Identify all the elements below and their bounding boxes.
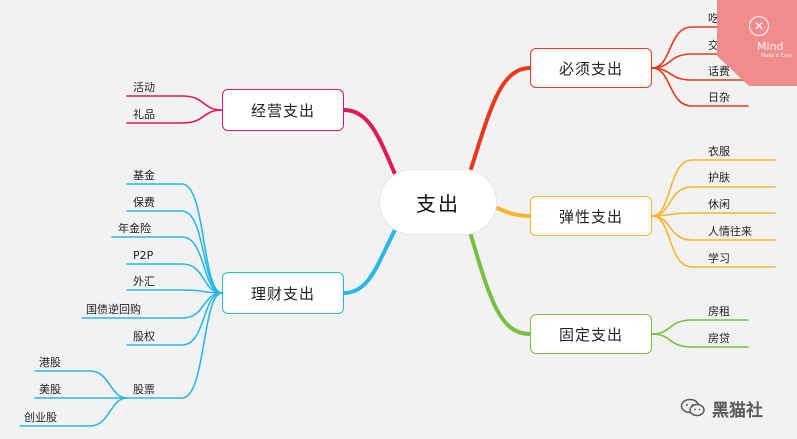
link-stock-chinext (19, 397, 128, 427)
branch-necessary-expense[interactable]: 必须支出 (530, 48, 652, 88)
link-fixed-leaf-0 (651, 319, 749, 335)
leaf-study[interactable]: 学习 (708, 252, 730, 265)
link-finance-leaf-3 (126, 263, 223, 294)
leaf-stocks[interactable]: 股票 (133, 383, 155, 396)
link-business-leaf-0 (126, 95, 223, 111)
leaf-equity[interactable]: 股权 (133, 330, 155, 343)
link-elastic-leaf-4 (651, 215, 776, 268)
link-finance-leaf-1 (126, 210, 223, 294)
link-finance-leaf-2 (111, 236, 223, 294)
leaf-insurance-premium[interactable]: 保费 (133, 196, 155, 209)
link-finance-leaf-6 (126, 292, 223, 346)
leaf-reverse-repo[interactable]: 国债逆回购 (86, 303, 141, 316)
branch-label: 理财支出 (250, 284, 315, 303)
link-finance-leaf-5 (81, 292, 223, 319)
link-elastic-leaf-2 (651, 212, 776, 217)
link-root-finance (342, 228, 397, 295)
leaf-chinext-stocks[interactable]: 创业股 (24, 411, 57, 424)
leaf-groceries[interactable]: 日杂 (708, 91, 730, 104)
branch-label: 经营支出 (250, 101, 315, 120)
leaf-leisure[interactable]: 休闲 (708, 198, 730, 211)
leaf-activity[interactable]: 活动 (133, 81, 155, 94)
branch-business-expense[interactable]: 经营支出 (222, 89, 344, 131)
branch-label: 必须支出 (558, 59, 623, 78)
link-elastic-leaf-0 (651, 159, 776, 217)
link-root-business (342, 108, 397, 176)
root-label: 支出 (416, 191, 460, 216)
leaf-forex[interactable]: 外汇 (133, 275, 155, 288)
watermark: 黑猫社 (680, 396, 763, 421)
branch-elastic-expense[interactable]: 弹性支出 (530, 196, 652, 236)
leaf-social-gifts[interactable]: 人情往来 (708, 225, 752, 238)
leaf-skincare[interactable]: 护肤 (708, 171, 730, 184)
leaf-rent[interactable]: 房租 (708, 305, 730, 318)
link-root-fixed (468, 230, 532, 336)
link-elastic-leaf-1 (651, 186, 776, 217)
watermark-text: 黑猫社 (712, 400, 763, 421)
leaf-phone-bill[interactable]: 话费 (708, 65, 730, 78)
link-root-necessary (468, 66, 532, 174)
link-elastic-leaf-3 (651, 215, 776, 241)
badge-text: Mind (757, 40, 784, 53)
leaf-p2p[interactable]: P2P (133, 249, 154, 262)
link-finance-leaf-7 (126, 292, 223, 399)
branch-label: 弹性支出 (558, 207, 623, 226)
leaf-annuity[interactable]: 年金险 (118, 222, 151, 235)
leaf-clothes[interactable]: 衣服 (708, 145, 730, 158)
leaf-gifts[interactable]: 礼品 (133, 108, 155, 121)
link-fixed-leaf-1 (651, 333, 749, 348)
link-finance-leaf-0 (126, 183, 223, 294)
link-necessary-leaf-1 (651, 53, 749, 69)
root-node-expense[interactable]: 支出 (380, 170, 496, 234)
link-business-leaf-1 (126, 109, 223, 124)
badge-subtitle: Make it Easy (761, 53, 793, 59)
wechat-icon (680, 398, 705, 417)
leaf-fund[interactable]: 基金 (133, 169, 155, 182)
link-stock-hk (34, 370, 128, 399)
link-necessary-leaf-0 (651, 26, 749, 69)
link-necessary-leaf-3 (651, 67, 749, 107)
close-icon[interactable]: ✕ (749, 16, 769, 36)
branch-label: 固定支出 (558, 325, 623, 344)
branch-fixed-expense[interactable]: 固定支出 (530, 314, 652, 354)
leaf-mortgage[interactable]: 房贷 (708, 332, 730, 345)
leaf-us-stocks[interactable]: 美股 (39, 383, 61, 396)
branch-finance-expense[interactable]: 理财支出 (222, 272, 344, 314)
leaf-hk-stocks[interactable]: 港股 (39, 356, 61, 369)
link-finance-leaf-4 (126, 289, 223, 294)
